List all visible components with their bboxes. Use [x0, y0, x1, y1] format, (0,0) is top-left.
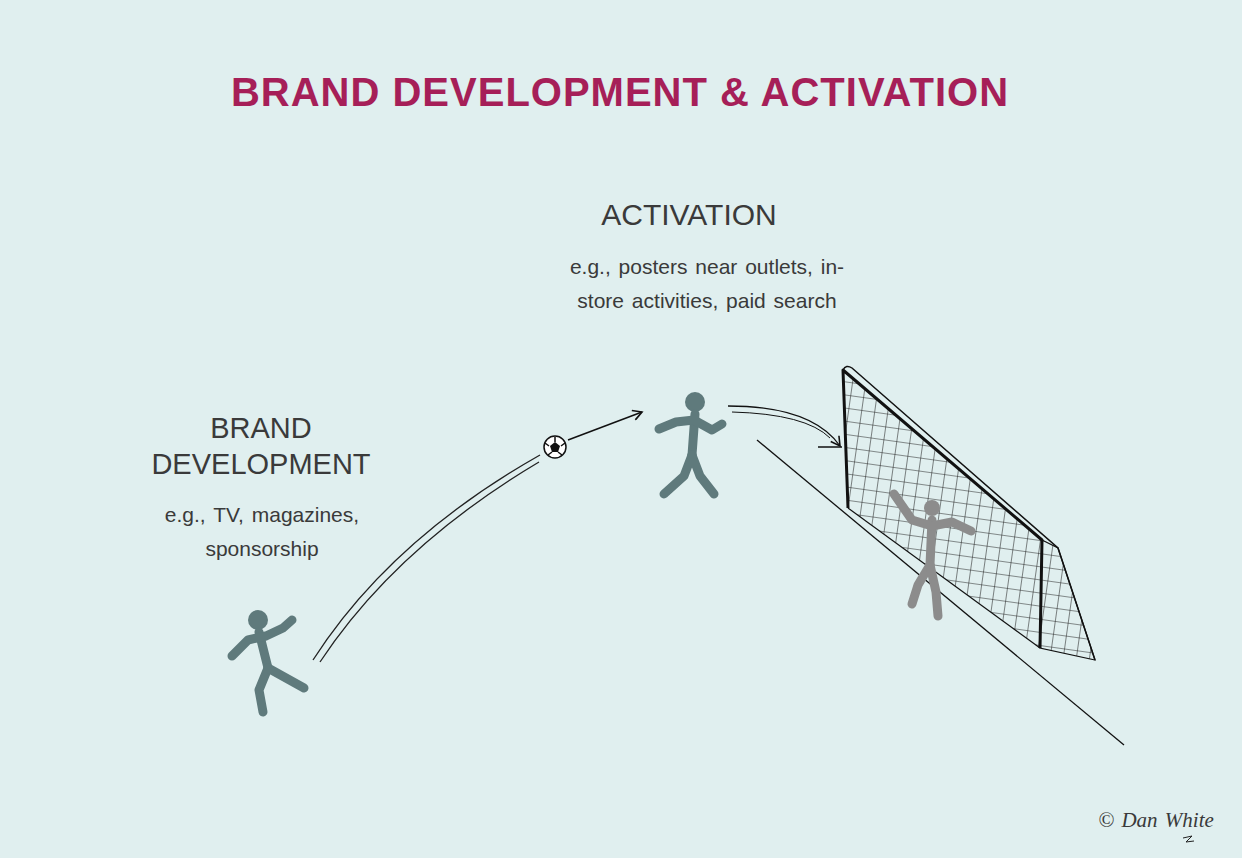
goal-side-net [1040, 540, 1095, 660]
signature-flourish [1183, 836, 1194, 842]
pass-arrow [568, 412, 642, 440]
copyright-signature: © Dan White [1098, 806, 1214, 834]
examples-text: e.g., TV, magazines, sponsorship [142, 498, 382, 566]
shot-arrow-base [818, 446, 842, 448]
goal-back-frame [843, 366, 1095, 660]
kicking-player [232, 610, 304, 712]
shot-arrow-trail [732, 412, 830, 438]
title: BRAND DEVELOPMENT & ACTIVATION [231, 68, 1009, 116]
goal-net [843, 370, 1042, 648]
football [544, 436, 566, 458]
section-heading: ACTIVATION [539, 196, 839, 234]
goal-frame [843, 370, 1042, 648]
goalkeeper [894, 494, 971, 616]
goal [843, 366, 1095, 660]
examples-text: e.g., posters near outlets, in-store act… [557, 250, 857, 318]
goal-base [848, 508, 1040, 648]
shot-arrow [728, 406, 840, 446]
section-heading: BRAND DEVELOPMENT [141, 410, 381, 482]
receiving-player [659, 392, 722, 494]
ball-trajectory [313, 455, 540, 662]
